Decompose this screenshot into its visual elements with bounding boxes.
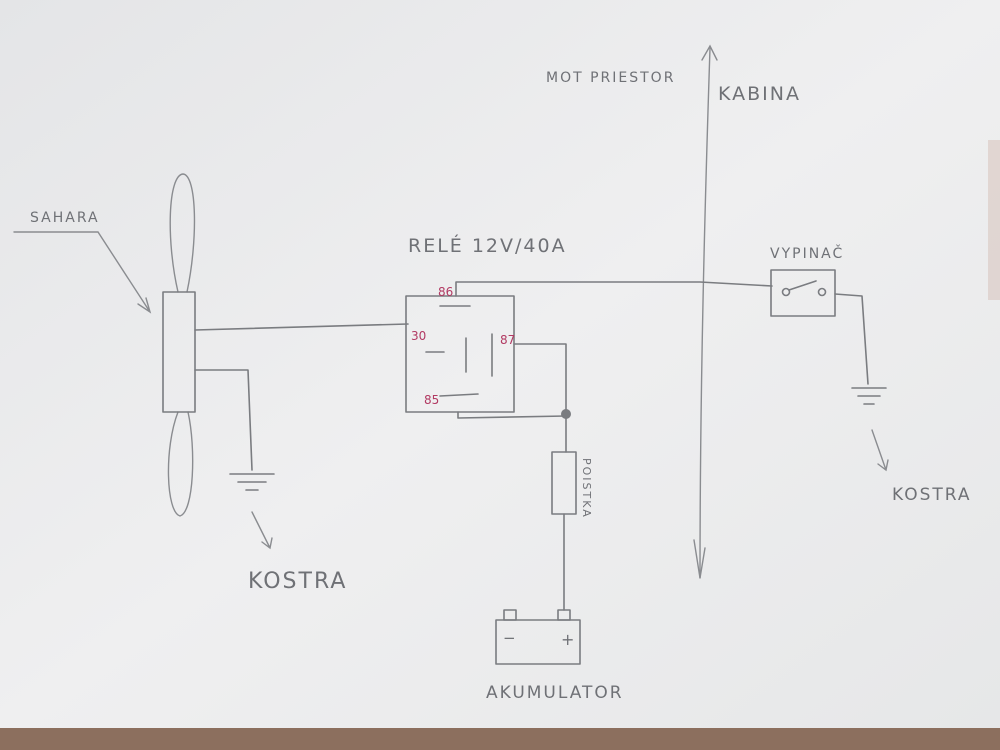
cabin-label: KABINA: [718, 83, 801, 105]
battery-plus-label: +: [561, 630, 576, 649]
fuse-label: POISTKA: [580, 458, 593, 519]
wire-relay-87-to-junction: [513, 343, 567, 413]
table-edge: [0, 728, 1000, 750]
wire-relay-86-to-switch: [455, 281, 773, 297]
paper-sheet: [0, 0, 1000, 728]
wire-fan-to-relay-30: [194, 323, 409, 331]
fan-pointer-arrow: [13, 231, 152, 314]
relay-label: RELÉ 12V/40A: [408, 234, 567, 257]
ground-left-arrow: [251, 511, 273, 550]
ground-right-arrow: [871, 429, 889, 472]
battery-icon: [495, 609, 581, 665]
battery-minus-label: −: [503, 629, 518, 647]
wire-relay-85-to-junction: [457, 411, 567, 419]
relay-icon: [405, 295, 515, 413]
ground-symbol-left: [229, 473, 275, 491]
relay-pin-85: 85: [424, 393, 439, 407]
paper-right-strip: [988, 140, 1000, 300]
ground-left-label: KOSTRA: [248, 569, 347, 594]
relay-pin-86: 86: [438, 285, 453, 299]
fan-label: SAHARA: [30, 210, 100, 226]
switch-label: VYPINAČ: [770, 244, 844, 262]
wire-fan-ground: [194, 369, 253, 471]
ground-symbol-right: [851, 387, 887, 405]
compartment-divider: [693, 44, 718, 579]
fan-icon: [162, 173, 196, 517]
switch-icon: [770, 269, 836, 317]
motor-space-label: MOT PRIESTOR: [546, 70, 675, 86]
wire-switch-to-ground: [834, 293, 869, 385]
battery-label: AKUMULATOR: [486, 683, 624, 703]
relay-pin-87: 87: [500, 333, 515, 347]
ground-right-label: KOSTRA: [892, 485, 972, 505]
relay-pin-30: 30: [411, 329, 426, 343]
